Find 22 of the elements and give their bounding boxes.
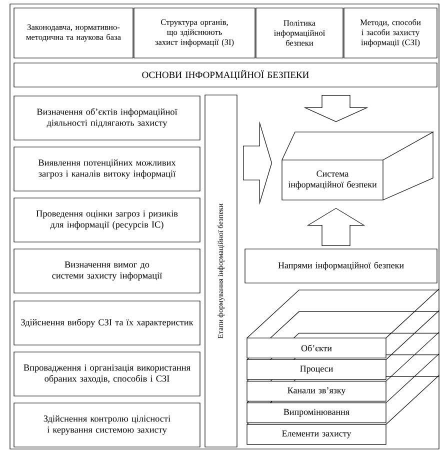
system-cube: Система інформаційної безпеки [282,132,434,200]
band-box: ОСНОВИ ІНФОРМАЦІЙНОЇ БЕЗПЕКИ [14,62,438,88]
layer-slab: Канали зв’язку [246,380,386,402]
layer-slab: Випромінювання [246,402,386,424]
heading-box: Методи, способи і засоби захисту інформації (СЗІ) [344,8,438,58]
step-box: Визначення вимог до системи захисту інформації [14,248,200,294]
block-arrow [306,208,366,246]
layer-slab: Процеси [246,359,386,380]
heading-box: Структура органів, що здійснюють захист інформації (ЗІ) [134,8,256,58]
layer-slab: Елементи захисту [246,424,386,445]
layer-slab: Об’єкти [246,338,386,358]
step-box: Здійснення контролю цілісності і керування системою захисту [14,402,200,448]
direction-box: Напрями інформаційної безпеки [244,248,438,284]
step-box: Виявлення потенційних можливих загроз і каналів витоку інформації [14,146,200,192]
heading-box: Законодавча, нормативно-методична та наукова база [14,8,134,58]
step-box: Проведення оцінки загроз і ризиків для інформації (ресурсів ІС) [14,198,200,242]
block-arrow [243,120,272,206]
step-box: Впровадження і організація використання обраних заходів, способів і СЗІ [14,352,200,396]
step-box: Визначення об’єктів інформаційної діяльності підлягають захисту [14,96,200,140]
block-arrow [304,95,368,122]
heading-box: Політика інформаційної безпеки [256,8,344,58]
step-box: Здійснення вибору СЗІ та їх характеристик [14,300,200,346]
